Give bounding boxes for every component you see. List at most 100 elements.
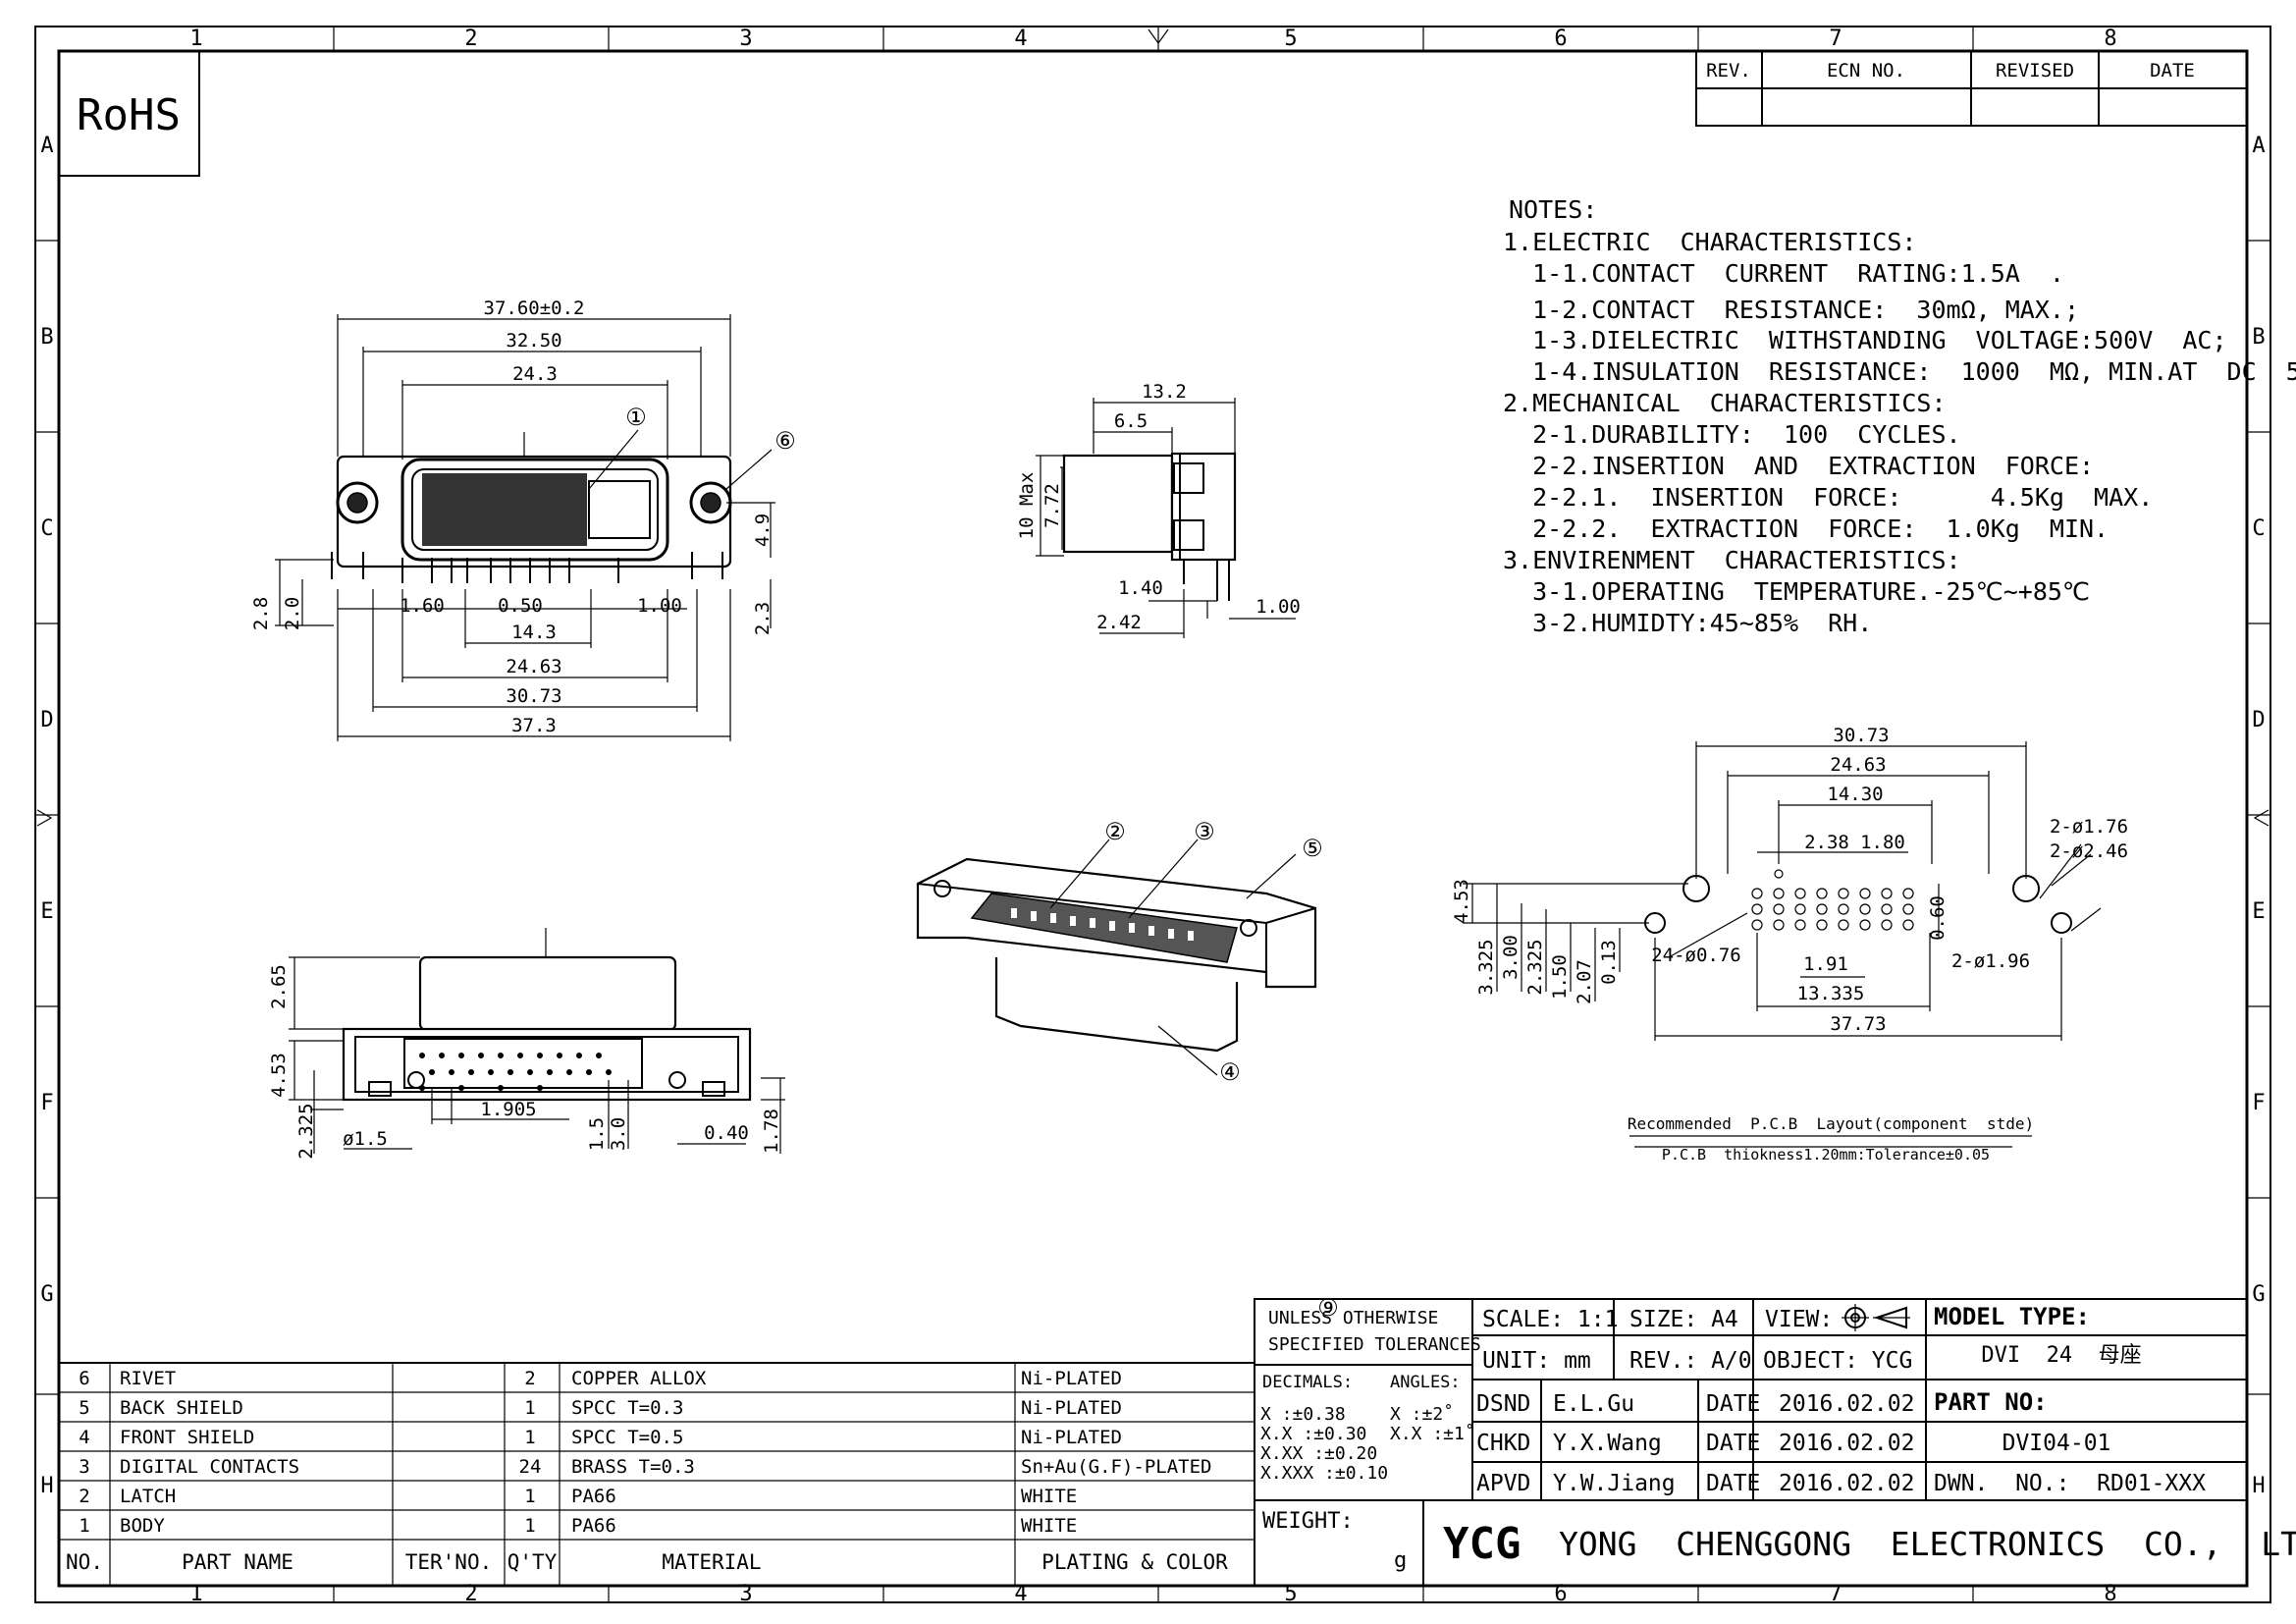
bom-part-name: BACK SHIELD <box>120 1397 243 1419</box>
notes-line: 1.ELECTRIC CHARACTERISTICS: <box>1503 228 1916 256</box>
bom-no: 5 <box>79 1397 89 1419</box>
bom-part-name: FRONT SHIELD <box>120 1427 254 1448</box>
col-label-top: 8 <box>2104 27 2116 51</box>
part-no-value: DVI04-01 <box>2002 1431 2111 1456</box>
bom-part-name: RIVET <box>120 1368 176 1389</box>
date-header: DATE <box>2150 60 2195 81</box>
bom-qty: 24 <box>519 1456 542 1478</box>
dim-label: 2.325 <box>295 1103 317 1159</box>
notes-line: 2-2.1. INSERTION FORCE: 4.5Kg MAX. <box>1503 483 2153 512</box>
dim-label: 3.00 <box>1500 935 1522 980</box>
dim-label: 14.3 <box>511 622 557 643</box>
dim-label: 32.50 <box>506 330 561 352</box>
angle-tolerance: X.X :±1˚ <box>1390 1424 1475 1444</box>
notes-line: 1-4.INSULATION RESISTANCE: 1000 MΩ, MIN.… <box>1503 357 2296 386</box>
balloon-1: ① <box>625 404 647 431</box>
bottom-view: 2.65 4.53 2.325 ø1.5 1.905 1.5 3.0 0.40 … <box>268 928 785 1160</box>
dim-label: 7.72 <box>1041 483 1063 528</box>
dim-label: 3.325 <box>1475 939 1497 995</box>
bom-qty: 1 <box>524 1427 535 1448</box>
bom-material: COPPER ALLOX <box>571 1368 707 1389</box>
row-label-right: G <box>2252 1282 2265 1307</box>
title-block: UNLESS OTHERWISE ⑨ SPECIFIED TOLERANCES … <box>1254 1294 2296 1587</box>
bom-table: 6 RIVET 2 COPPER ALLOX Ni-PLATED 5 BACK … <box>58 1362 1255 1587</box>
dim-label: 2-ø1.96 <box>1951 950 2030 972</box>
col-label-bottom: 5 <box>1284 1582 1297 1606</box>
col-label-bottom: 6 <box>1554 1582 1567 1606</box>
tolerance-value: X.X :±0.30 <box>1260 1424 1366 1444</box>
tolerance-header: UNLESS OTHERWISE <box>1268 1308 1438 1328</box>
side-view: 13.2 6.5 10 Max 7.72 1.40 2.42 1.00 <box>1016 381 1301 638</box>
dim-label: 2-ø2.46 <box>2050 840 2128 862</box>
dim-label: 2.42 <box>1096 612 1142 633</box>
row-label-right: A <box>2252 134 2265 158</box>
pcb-caption: Recommended P.C.B Layout(component stde)… <box>1628 1114 2034 1164</box>
col-label-bottom: 8 <box>2104 1582 2116 1606</box>
row-label-left: C <box>40 516 53 541</box>
balloon-6: ⑥ <box>774 427 796 455</box>
bom-header-ter-no: TER'NO. <box>405 1550 493 1574</box>
drawing-number: DWN. NO.: RD01-XXX <box>1934 1471 2206 1496</box>
dim-label: 2.3 <box>752 602 774 635</box>
dim-label: 6.5 <box>1114 410 1148 432</box>
signoff-name: E.L.Gu <box>1553 1391 1634 1417</box>
col-label-bottom: 4 <box>1014 1582 1027 1606</box>
bom-qty: 1 <box>524 1515 535 1537</box>
bom-no: 2 <box>79 1486 89 1507</box>
dim-label: 0.13 <box>1598 940 1620 985</box>
dim-label: 3.0 <box>608 1117 629 1151</box>
pcb-caption-sub: P.C.B thiokness1.20mm:Tolerance±0.05 <box>1662 1146 1990 1164</box>
balloon-4: ④ <box>1219 1058 1241 1086</box>
dim-label: 13.335 <box>1797 983 1865 1004</box>
company-name: YONG CHENGGONG ELECTRONICS CO., LTD. <box>1559 1525 2296 1563</box>
notes-line: 3-2.HUMIDTY:45~85% RH. <box>1503 609 1872 637</box>
decimals-label: DECIMALS: <box>1262 1373 1353 1392</box>
dim-label: 30.73 <box>506 685 561 707</box>
rev-field: REV.: A/0 <box>1629 1348 1752 1374</box>
balloon-2: ② <box>1104 818 1126 845</box>
signoff-date: 2016.02.02 <box>1779 1431 1914 1456</box>
zone-grid <box>35 27 2270 1602</box>
bom-part-name: LATCH <box>120 1486 176 1507</box>
bom-material: BRASS T=0.3 <box>571 1456 695 1478</box>
signoff-role: DSND <box>1476 1391 1530 1417</box>
bom-plating: Ni-PLATED <box>1021 1397 1122 1419</box>
revised-header: REVISED <box>1996 60 2074 81</box>
balloon-9: ⑨ <box>1317 1294 1339 1322</box>
angle-tolerance: X :±2˚ <box>1390 1404 1454 1425</box>
dim-label: 2.8 <box>250 597 272 630</box>
notes-line: 2-2.2. EXTRACTION FORCE: 1.0Kg MIN. <box>1503 514 2109 543</box>
dim-label: 37.60±0.2 <box>484 298 585 319</box>
bom-header-part-name: PART NAME <box>182 1550 294 1574</box>
notes-line: 2-1.DURABILITY: 100 CYCLES. <box>1503 420 1961 449</box>
bom-material: SPCC T=0.3 <box>571 1397 683 1419</box>
tolerance-value: X :±0.38 <box>1260 1404 1346 1425</box>
front-pins <box>331 552 723 583</box>
signoff-name: Y.W.Jiang <box>1553 1471 1676 1496</box>
bom-no: 4 <box>79 1427 89 1448</box>
scale-field: SCALE: 1:1 <box>1482 1307 1618 1332</box>
dim-label: 2.65 <box>268 964 290 1009</box>
dim-label: 0.40 <box>704 1122 749 1144</box>
dim-label: 24.63 <box>1830 754 1886 776</box>
object-field: OBJECT: YCG <box>1763 1348 1912 1374</box>
bom-qty: 1 <box>524 1486 535 1507</box>
dim-label: 1.50 <box>1549 954 1571 1000</box>
bom-part-name: DIGITAL CONTACTS <box>120 1456 299 1478</box>
bom-material: PA66 <box>571 1486 616 1507</box>
dim-label: 2.38 <box>1804 832 1849 853</box>
row-label-left: H <box>40 1474 53 1498</box>
dim-label: 1.5 <box>586 1117 608 1151</box>
row-label-right: D <box>2252 708 2265 732</box>
signoff-date: 2016.02.02 <box>1779 1391 1914 1417</box>
bom-qty: 1 <box>524 1397 535 1419</box>
projection-symbol-icon <box>1842 1304 1910 1331</box>
dim-label: 10 Max <box>1016 472 1038 540</box>
bom-material: SPCC T=0.5 <box>571 1427 683 1448</box>
dim-label: 1.80 <box>1860 832 1905 853</box>
dim-label: 24.63 <box>506 656 561 677</box>
signoff-name: Y.X.Wang <box>1553 1431 1662 1456</box>
row-label-left: D <box>40 708 53 732</box>
dim-label: 4.53 <box>268 1053 290 1098</box>
